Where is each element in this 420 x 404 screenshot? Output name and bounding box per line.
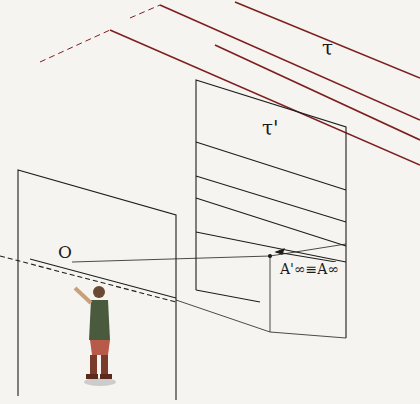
plane-lines bbox=[0, 80, 346, 400]
observer-figure bbox=[75, 286, 116, 386]
red-lines bbox=[40, 2, 420, 165]
plane-label: τ' bbox=[262, 118, 279, 138]
point-label: O bbox=[58, 244, 72, 261]
plane-label: τ bbox=[322, 38, 333, 58]
point-label: A'∞≡A∞ bbox=[280, 262, 339, 276]
